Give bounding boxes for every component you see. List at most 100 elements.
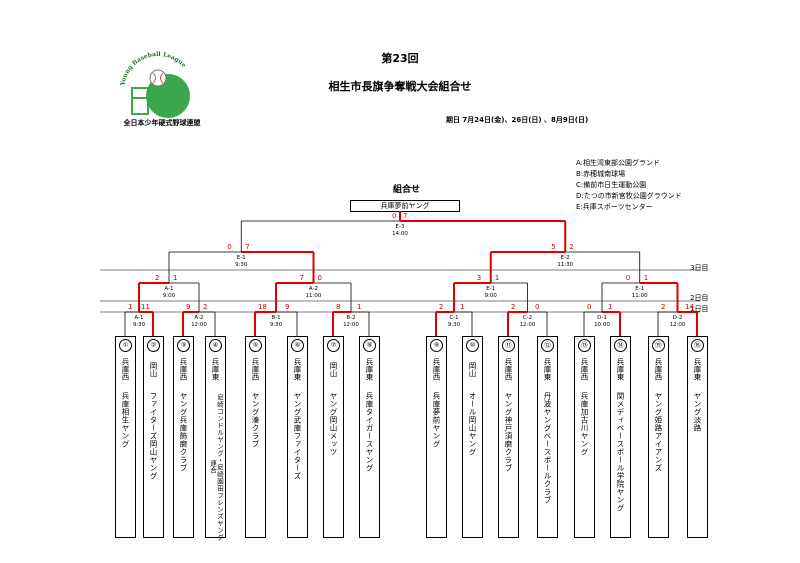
league-logo: Young Baseball League 全日本少年硬式野球連盟 (108, 48, 208, 130)
team-number: ⑧ (363, 339, 376, 352)
score-right: 0 (317, 274, 322, 282)
score-left: 0 (625, 274, 631, 282)
team-region: 兵庫西 (121, 357, 130, 381)
score-right: 2 (203, 303, 208, 311)
team-number: ⑯ (691, 339, 704, 352)
match-label: B-1 9:30 (269, 315, 283, 328)
match-label: A-1 9:00 (162, 286, 176, 299)
score-left: 3 (476, 274, 482, 282)
score-right: 1 (608, 303, 613, 311)
score-left: 7 (299, 274, 304, 282)
score-right: 11 (141, 303, 150, 311)
team-name: ヤング神戸須磨クラブ (504, 392, 513, 472)
dates-line: 期日 7月24日(金)、26日(日) 、8月9日(日) (446, 116, 589, 124)
team-name: 兵庫夢前ヤング (432, 392, 441, 448)
score-right: 1 (643, 274, 649, 282)
team-name: ヤング湊クラブ (251, 392, 260, 448)
team-name: オール岡山ヤング (468, 392, 477, 456)
score-right: 1 (460, 303, 465, 311)
score-right: 9 (285, 303, 290, 311)
score-right: 7 (403, 212, 408, 220)
score-left: 9 (186, 303, 191, 311)
match-label: E-1 9:00 (484, 286, 497, 299)
team-number: ⑨ (430, 339, 443, 352)
team-region: 兵庫西 (504, 357, 513, 381)
team-entry: ③ 兵庫西ヤング兵庫飾磨クラブ (173, 336, 194, 538)
team-name: 兵庫加古川ヤング (580, 392, 589, 456)
score-right: 0 (535, 303, 540, 311)
round-label: 3日目 (690, 264, 709, 272)
score-right: 1 (494, 274, 500, 282)
match-label: E-1 11:00 (631, 286, 648, 299)
legend-item: D:たつの市新宮牧公園グラウンド (576, 192, 682, 200)
team-number: ⑭ (614, 339, 627, 352)
team-region: 兵庫東 (543, 357, 552, 381)
score-left: 2 (511, 303, 516, 311)
edition-label: 第23回 (381, 52, 419, 65)
round-label: 1日目 (690, 305, 709, 313)
team-name: ヤング淡路 (693, 392, 702, 432)
team-region: 兵庫西 (654, 357, 663, 381)
team-name: 丹波ヤングベースボールクラブ (543, 392, 552, 504)
team-name: ヤング兵庫飾磨クラブ (179, 392, 188, 472)
match-label: C-1 9:30 (447, 315, 461, 328)
team-region: 兵庫東 (365, 357, 374, 381)
score-left: 0 (227, 243, 232, 251)
legend-item: B:赤穂城南球場 (576, 170, 626, 178)
team-name: 関メディベースボール学院ヤング (616, 392, 625, 512)
team-number: ⑦ (327, 339, 340, 352)
match-label: D-1 10:00 (594, 315, 610, 328)
team-region: 兵庫東 (693, 357, 702, 381)
team-number: ⑥ (291, 339, 304, 352)
logo-org-name: 全日本少年硬式野球連盟 (123, 119, 201, 127)
logo-emblem: Young Baseball League (119, 51, 190, 118)
team-entry: ⑪ 兵庫西ヤング神戸須磨クラブ (498, 336, 519, 538)
score-left: 2 (661, 303, 666, 311)
bracket-title: 組合せ (393, 185, 421, 195)
team-name: 尼崎コンドルヤング・尼崎園田フレンズヤング連合 (208, 393, 224, 541)
score-left: 8 (336, 303, 341, 311)
team-region: 岡山 (468, 361, 477, 377)
score-left: 18 (258, 303, 267, 311)
match-label: A-2 12:00 (191, 315, 207, 328)
team-number: ⑬ (578, 339, 591, 352)
team-number: ⑮ (652, 339, 665, 352)
score-left: 0 (587, 303, 592, 311)
team-entry: ⑭ 兵庫東関メディベースボール学院ヤング (610, 336, 631, 538)
team-number: ② (147, 339, 160, 352)
team-number: ③ (177, 339, 190, 352)
score-right: 1 (173, 274, 178, 282)
match-label: A-2 11:00 (305, 286, 322, 299)
team-number: ④ (209, 339, 222, 352)
team-name: ファイターズ岡山ヤング (149, 392, 158, 480)
legend-item: A:相生湾東部公園グランド (576, 159, 661, 167)
venue-legend: A:相生湾東部公園グランド B:赤穂城南球場 C:備前市日生運動公園 D:たつの… (576, 158, 682, 213)
match-label: A-1 9:30 (132, 315, 146, 328)
team-number: ⑪ (502, 339, 515, 352)
team-name: ヤング武庫ファイターズ (293, 392, 302, 480)
team-region: 岡山 (149, 361, 158, 377)
legend-item: C:備前市日生運動公園 (576, 181, 647, 189)
champion-box: 兵庫夢前ヤング (350, 200, 460, 212)
score-left: 0 (392, 212, 397, 220)
team-entry: ② 岡山ファイターズ岡山ヤング (143, 336, 164, 538)
score-left: 5 (551, 243, 556, 251)
team-region: 兵庫西 (580, 357, 589, 381)
team-region: 兵庫西 (179, 357, 188, 381)
match-label: D-2 12:00 (669, 315, 686, 328)
team-region: 兵庫東 (616, 357, 625, 381)
score-right: 14 (685, 303, 694, 311)
match-label: E-3 14:00 (392, 224, 408, 237)
team-number: ⑤ (249, 339, 262, 352)
score-right: 1 (357, 303, 362, 311)
match-label: C-2 12:00 (519, 315, 536, 328)
